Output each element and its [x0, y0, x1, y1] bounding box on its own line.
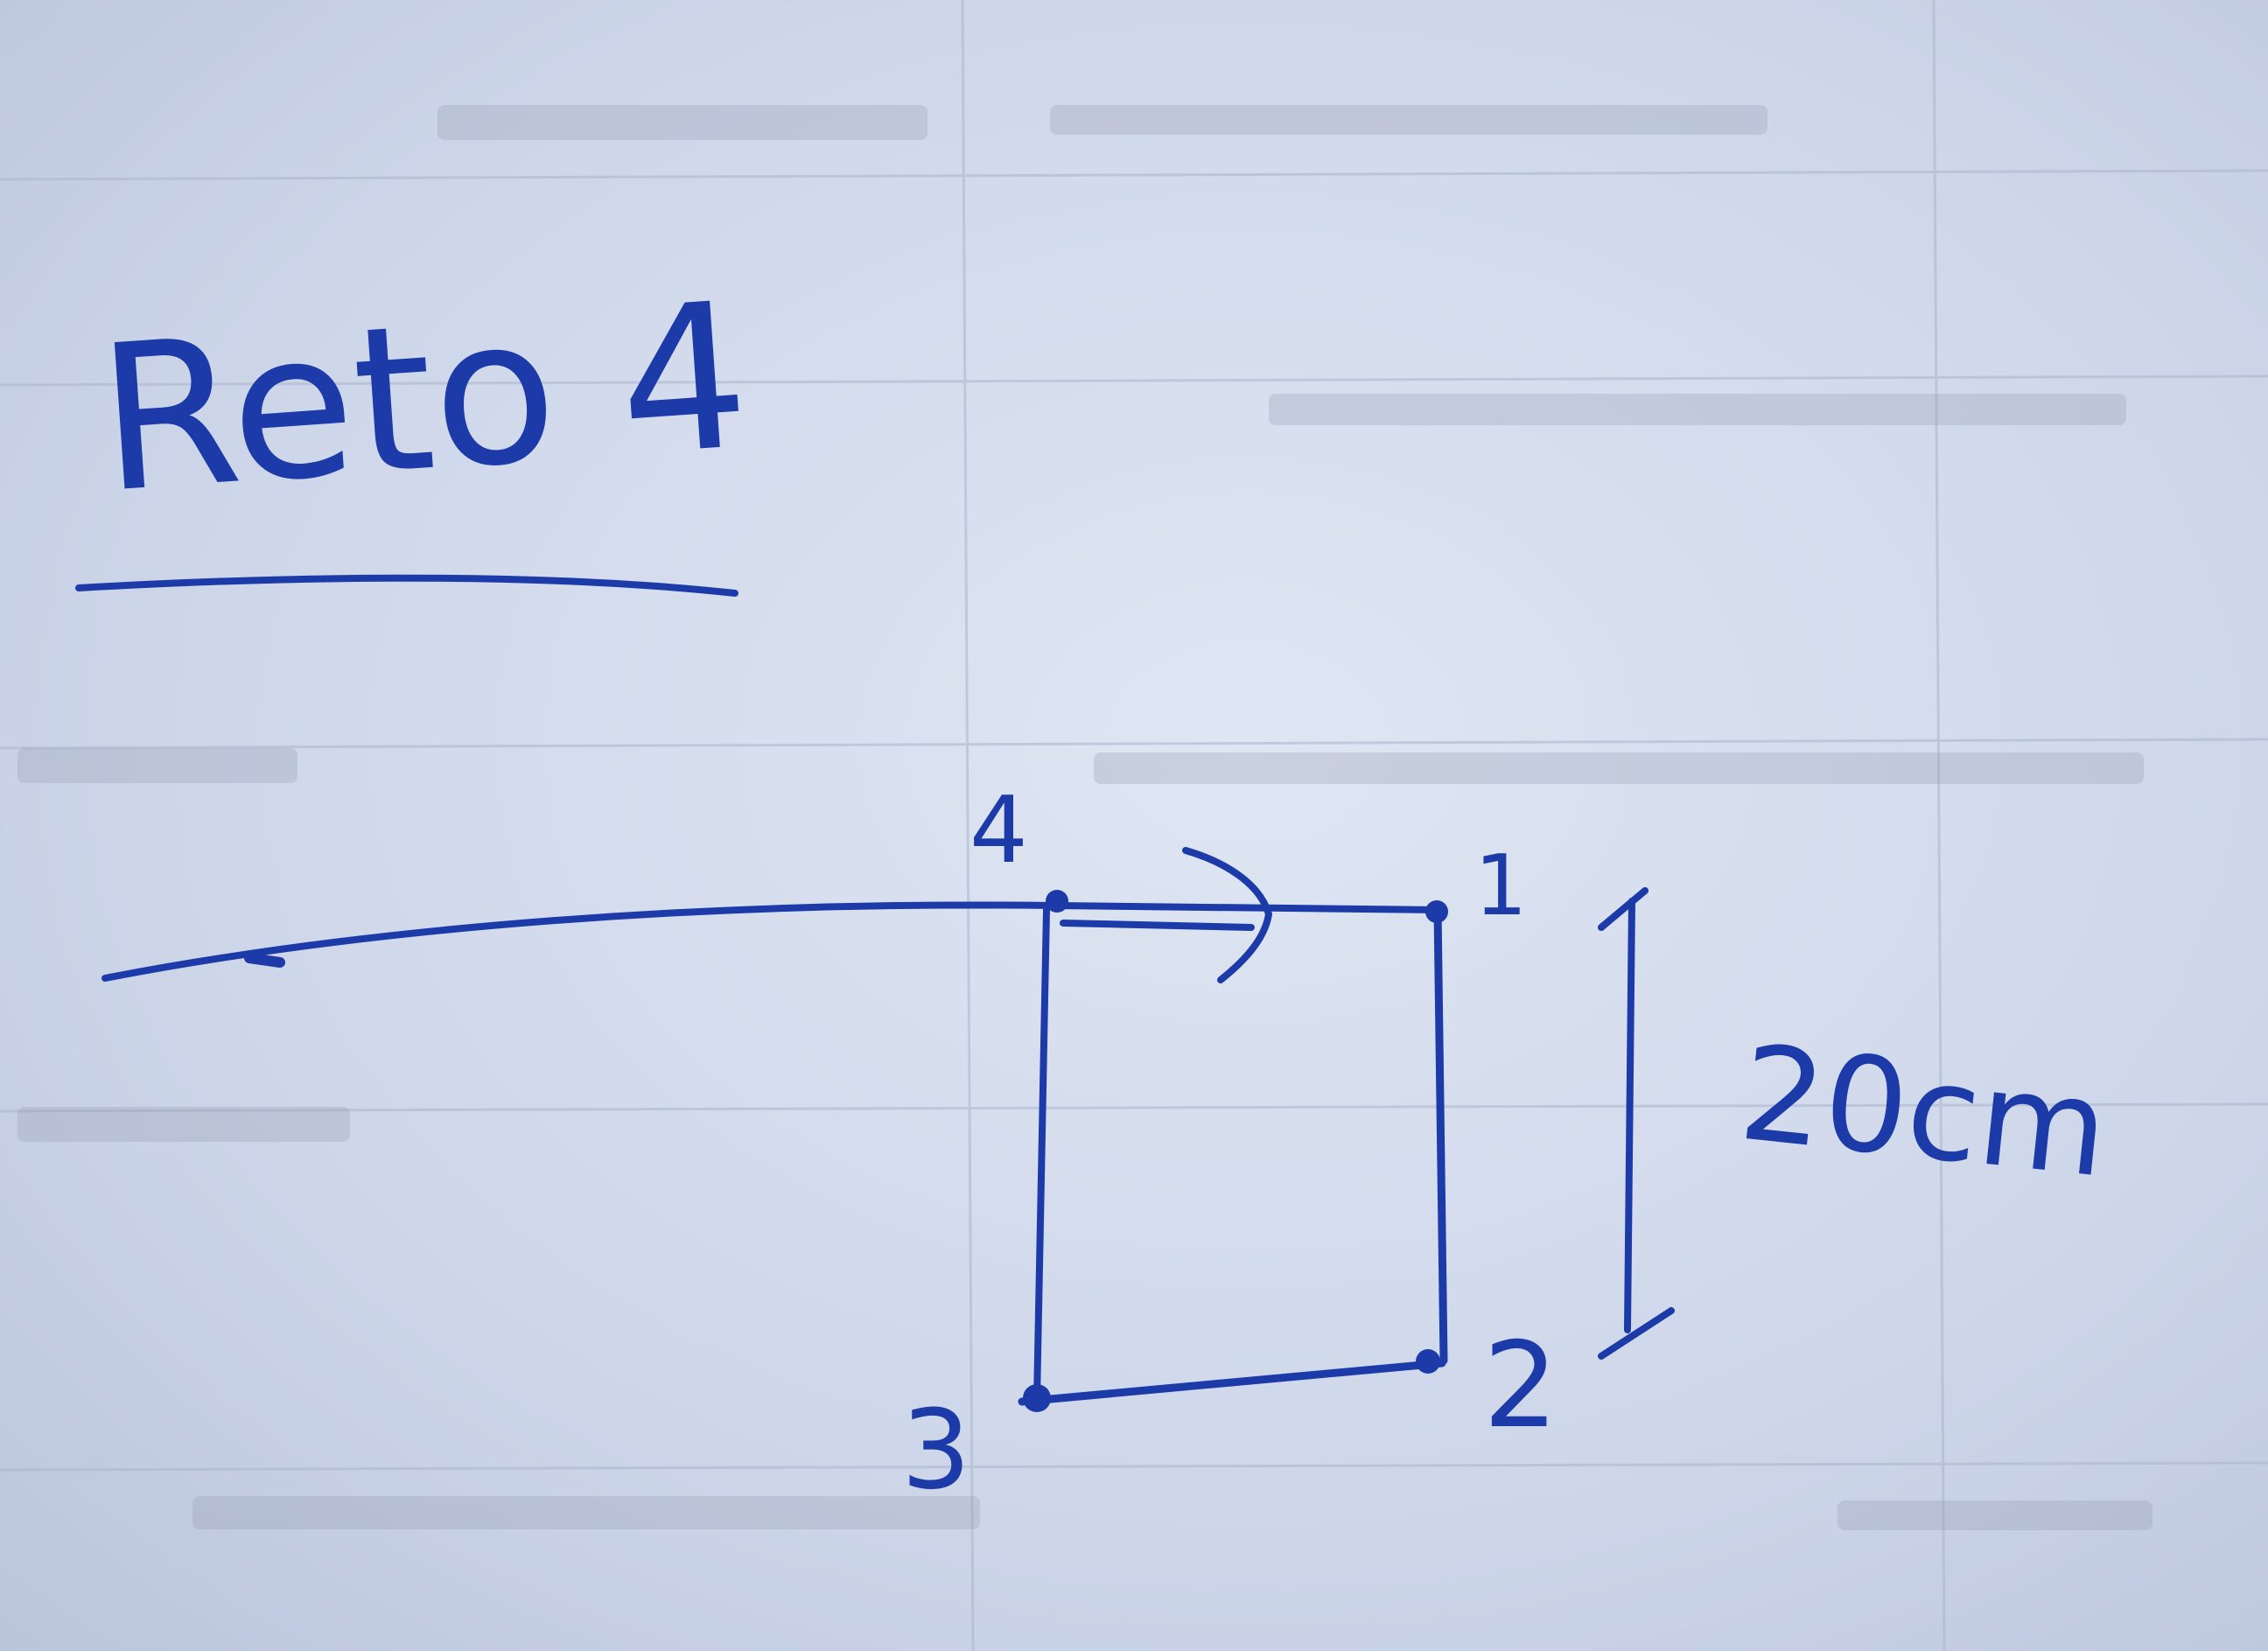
- square-right-edge: [1433, 906, 1448, 1365]
- path-line-left: [102, 901, 1058, 982]
- path-dot-marker: [244, 953, 285, 968]
- title-underline: [75, 574, 738, 597]
- title-text: Reto 4: [92, 260, 755, 538]
- corner-dot-1: [1425, 900, 1448, 923]
- square-bottom-edge: [1018, 1359, 1446, 1406]
- corner-dots: [1023, 890, 1448, 1412]
- dimension-bracket: [1598, 887, 1675, 1360]
- corner-label-4: 4: [970, 777, 1028, 884]
- show-through-marks: [18, 105, 2152, 1530]
- corner-dot-3: [1023, 1384, 1051, 1412]
- corner-dot-4: [1046, 890, 1068, 913]
- square-top-edge: [1051, 902, 1443, 913]
- corner-label-3: 3: [901, 1387, 971, 1514]
- corner-label-2: 2: [1483, 1317, 1558, 1454]
- corner-dot-2: [1416, 1349, 1440, 1374]
- direction-arrow: [1060, 847, 1272, 983]
- square-left-edge: [1033, 906, 1050, 1403]
- corner-label-1: 1: [1474, 838, 1527, 934]
